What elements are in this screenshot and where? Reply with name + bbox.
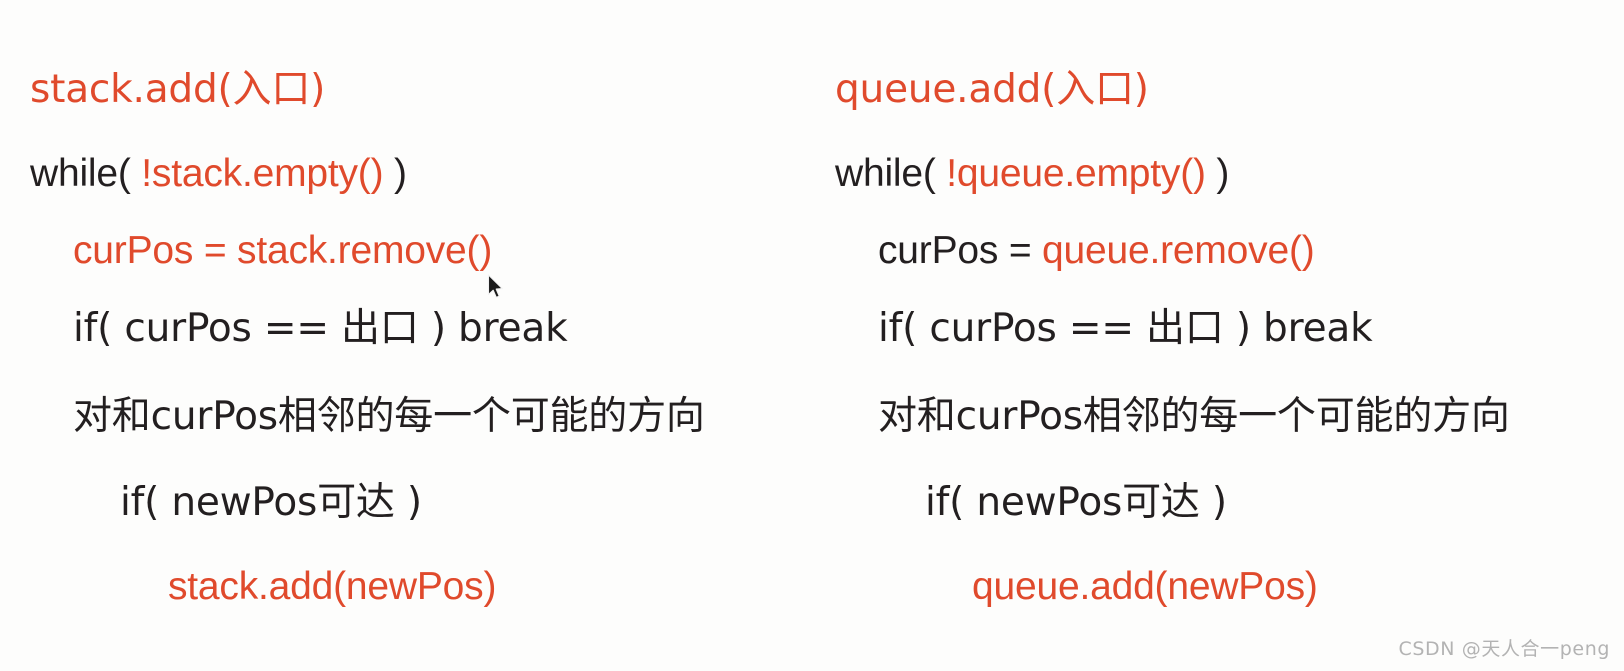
- code-segment: queue.add(newPos): [972, 565, 1318, 608]
- code-segment: if( curPos == 出口 ) break: [878, 306, 1373, 351]
- bfs-queue-pseudocode-column: queue.add(入口) while( !queue.empty() ) cu…: [806, 0, 1624, 671]
- code-segment: stack.add(入口): [30, 67, 326, 112]
- code-segment-close-paren: ): [1205, 152, 1230, 195]
- code-segment-assign: curPos =: [878, 229, 1043, 272]
- code-segment-condition: !stack.empty(): [141, 152, 384, 195]
- dfs-stack-pseudocode-column: stack.add(入口) while( !stack.empty() ) cu…: [30, 70, 705, 606]
- code-line-queue-add-newpos: queue.add(newPos): [972, 567, 1318, 606]
- code-line-curpos-queue-remove: curPos = queue.remove(): [878, 231, 1315, 270]
- code-line-stack-add-newpos: stack.add(newPos): [168, 567, 496, 606]
- code-line-if-curpos-exit-break: if( curPos == 出口 ) break: [73, 306, 568, 351]
- code-segment-condition: !queue.empty(): [946, 152, 1206, 195]
- code-line-for-each-neighbor-direction: 对和curPos相邻的每一个可能的方向: [73, 397, 705, 436]
- code-segment-close-paren: ): [383, 152, 407, 195]
- code-line-while-queue-not-empty: while( !queue.empty() ): [835, 154, 1229, 193]
- csdn-watermark: CSDN @天人合一peng: [1398, 638, 1610, 660]
- code-segment: if( curPos == 出口 ) break: [73, 306, 568, 351]
- code-segment: curPos = stack.remove(): [73, 229, 493, 272]
- code-segment: 对和curPos相邻的每一个可能的方向: [878, 394, 1510, 439]
- code-segment: stack.add(newPos): [168, 565, 497, 608]
- code-segment: if( newPos可达 ): [120, 480, 422, 525]
- code-segment: queue.add(入口): [835, 67, 1149, 112]
- code-line-if-newpos-reachable: if( newPos可达 ): [120, 483, 422, 522]
- code-segment-keyword: while(: [835, 152, 947, 195]
- code-line-while-stack-not-empty: while( !stack.empty() ): [30, 154, 407, 193]
- code-segment: if( newPos可达 ): [925, 480, 1227, 525]
- code-line-curpos-stack-remove: curPos = stack.remove(): [73, 231, 492, 270]
- code-line-if-newpos-reachable: if( newPos可达 ): [925, 483, 1227, 522]
- code-segment: 对和curPos相邻的每一个可能的方向: [73, 394, 705, 439]
- code-line-queue-add-entry: queue.add(入口): [835, 70, 1149, 109]
- code-line-stack-add-entry: stack.add(入口): [30, 70, 325, 109]
- code-line-for-each-neighbor-direction: 对和curPos相邻的每一个可能的方向: [878, 397, 1510, 436]
- code-segment-keyword: while(: [30, 152, 142, 195]
- code-line-if-curpos-exit-break: if( curPos == 出口 ) break: [878, 306, 1373, 351]
- code-segment-call: queue.remove(): [1042, 229, 1315, 272]
